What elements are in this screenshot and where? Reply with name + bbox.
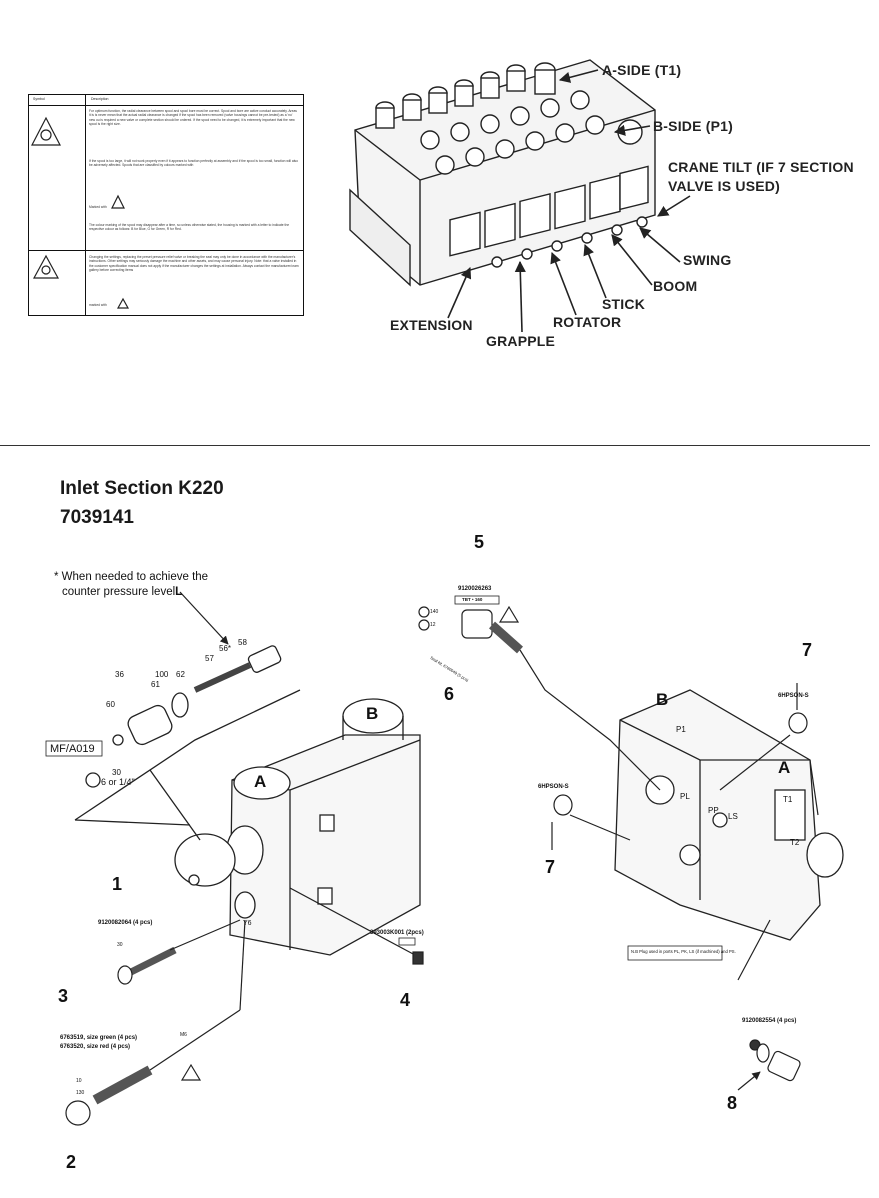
callout-60: 60 <box>106 700 115 709</box>
callout-7-left: 7 <box>545 857 556 877</box>
note-line-2-text: counter pressure level <box>62 586 176 598</box>
callout-7-right: 7 <box>802 640 813 660</box>
valve-block-illustration <box>349 59 656 287</box>
label-a-side: A-SIDE (T1) <box>602 62 682 78</box>
symbol-table: Symbol Description For optimum function,… <box>28 94 304 316</box>
table-row <box>29 105 303 106</box>
callout-8: 8 <box>727 1093 738 1113</box>
part-5-label: 9120026263 <box>458 586 492 592</box>
part-5-box: TBT • 160 <box>462 597 483 602</box>
label-stick: STICK <box>602 296 645 312</box>
label-crane-tilt-2: VALVE IS USED) <box>668 178 780 194</box>
port-b-left: B <box>366 704 379 723</box>
port-p1: P1 <box>676 725 686 734</box>
label-boom: BOOM <box>653 278 698 294</box>
callout-1: 1 <box>112 874 123 894</box>
row1-paragraph-2: If the spool is too large, it will not w… <box>89 159 298 168</box>
part-7a-label: 6HPSON-S <box>538 784 569 790</box>
callout-5: 5 <box>474 532 485 552</box>
torque-10: 10 <box>76 1078 82 1084</box>
part-1-label: 9120082064 (4 pcs) <box>98 920 153 926</box>
torque-12: 12 <box>430 622 436 628</box>
torque-140: 140 <box>430 609 439 615</box>
pilot-cartridge-exploded <box>85 645 282 788</box>
part-4-label: 393003K001 (2pcs) <box>370 930 424 936</box>
y6-label: Y6 <box>243 920 252 927</box>
callout-6: 6 <box>444 684 455 704</box>
marked-with-label: Marked with <box>89 205 107 209</box>
section-title: Inlet Section K220 <box>60 478 224 499</box>
row1-paragraph-1: For optimum function, the radial clearan… <box>89 109 297 127</box>
label-rotator: ROTATOR <box>553 314 622 330</box>
callout-36: 36 <box>115 670 124 679</box>
symbol-header: Symbol <box>33 97 45 101</box>
table-row <box>29 250 303 251</box>
callout-56: 56* <box>219 644 232 653</box>
callout-3: 3 <box>58 986 69 1006</box>
part-8-note: N.B Plug used in ports PL, PK, LS (if ma… <box>631 949 736 954</box>
note-line-1: * When needed to achieve the <box>54 571 209 583</box>
callout-57: 57 <box>205 654 214 663</box>
mf-label: MF/A019 <box>50 743 95 755</box>
description-header: Description <box>91 97 109 101</box>
port-a-left: A <box>254 772 267 791</box>
section-divider <box>0 445 870 446</box>
torque-30: 30 <box>117 942 123 948</box>
port-pl: PL <box>680 792 690 801</box>
label-grapple: GRAPPLE <box>486 333 556 349</box>
port-b-right: B <box>656 690 669 709</box>
callout-30: 30 <box>112 768 121 777</box>
callout-2: 2 <box>66 1152 77 1172</box>
inlet-housing-left <box>174 698 421 956</box>
port-ls: LS <box>728 812 738 821</box>
part-3-label-a: 6763519, size green (4 pcs) <box>60 1035 138 1041</box>
callout-4: 4 <box>400 990 411 1010</box>
symbol-column <box>29 95 86 315</box>
row2-paragraph: Changing the settings, replacing the pre… <box>89 255 299 273</box>
torque-130: 130 <box>76 1090 85 1096</box>
callout-58: 58 <box>238 638 247 647</box>
part-7b-label: 6HPSON-S <box>778 693 809 699</box>
callout-62: 62 <box>176 670 185 679</box>
callout-100: 100 <box>155 670 169 679</box>
label-b-side: B-SIDE (P1) <box>653 118 733 134</box>
port-pp: PP <box>708 806 719 815</box>
port-t1: T1 <box>783 795 793 804</box>
row1-paragraph-3: The colour marking of the spool may disa… <box>89 223 290 232</box>
callout-61: 61 <box>151 680 160 689</box>
note-line-2: counter pressure levelL <box>62 585 182 599</box>
part-3-label-b: 6763520, size red (4 pcs) <box>60 1044 131 1050</box>
label-extension: EXTENSION <box>390 317 473 333</box>
note-line-2-suffix: L <box>175 586 183 598</box>
label-swing: SWING <box>683 252 732 268</box>
or-size-label: 6 or 1/4" <box>101 777 135 787</box>
m6-label: M6 <box>180 1032 187 1038</box>
part-8-label: 9120082554 (4 pcs) <box>742 1018 797 1024</box>
section-part-number: 7039141 <box>60 507 134 528</box>
label-crane-tilt-1: CRANE TILT (IF 7 SECTION <box>668 159 854 175</box>
port-t2: T2 <box>790 838 800 847</box>
row2-marked-with: marked with <box>89 303 107 307</box>
inlet-housing-right <box>614 689 844 941</box>
port-a-right: A <box>778 758 791 777</box>
